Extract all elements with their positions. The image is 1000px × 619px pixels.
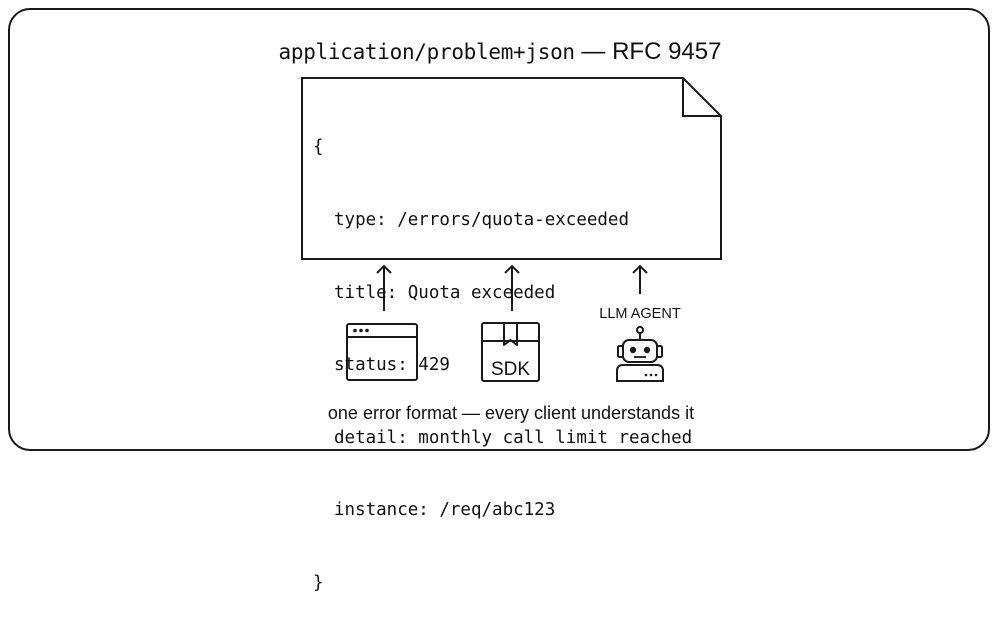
sdk-box-icon: SDK [481, 322, 540, 382]
field-title: title: Quota exceeded [334, 282, 556, 303]
rfc-label: RFC 9457 [612, 38, 722, 65]
media-type-label: application/problem+json [278, 40, 576, 64]
sdk-label: SDK [491, 359, 530, 380]
arrow-agent [632, 264, 648, 294]
diagram-title: application/problem+json — RFC 9457 [0, 37, 1000, 67]
field-type: type: /errors/quota-exceeded [334, 210, 630, 230]
close-brace: } [313, 572, 324, 593]
problem-json-body: { type: /errors/quota-exceeded title: Qu… [313, 87, 692, 619]
field-instance: instance: /req/abc123 [334, 500, 556, 521]
arrow-sdk [504, 264, 520, 311]
folded-corner [682, 78, 721, 117]
llm-agent-label: LLM AGENT [599, 306, 681, 322]
diagram-caption: one error format — every client understa… [327, 403, 695, 423]
field-detail: detail: monthly call limit reached [334, 427, 693, 448]
diagram-art: SDK [301, 77, 722, 382]
title-separator: — [574, 38, 613, 65]
document-page [301, 77, 722, 260]
browser-window-icon [346, 323, 418, 381]
field-status: status: 429 [334, 355, 450, 376]
robot-icon [616, 326, 664, 382]
arrow-browser [376, 264, 392, 311]
open-brace: { [313, 137, 324, 158]
